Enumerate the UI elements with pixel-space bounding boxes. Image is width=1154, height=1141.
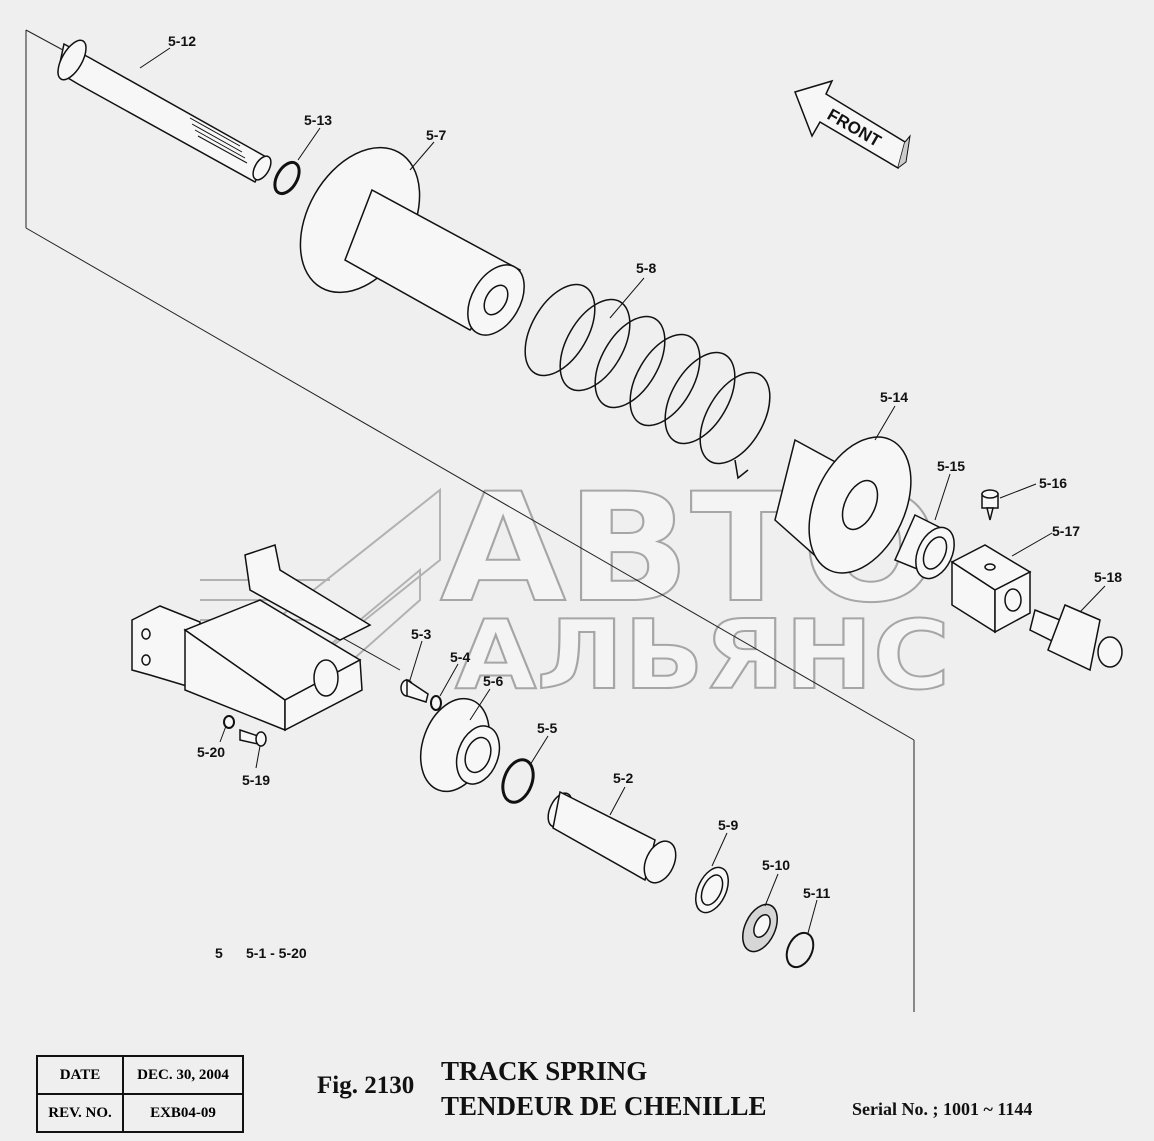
- part-washer-5-4: [430, 695, 442, 711]
- watermark-line2: АЛЬЯНС: [455, 601, 950, 711]
- front-arrow: FRONT: [794, 79, 911, 170]
- part-bolt-5-19: [239, 728, 267, 747]
- assembly-range: 5-1 - 5-20: [246, 945, 307, 961]
- part-block-5-17: [950, 544, 1032, 634]
- part-oring-5-13: [273, 160, 301, 196]
- part-spring-5-8: [524, 283, 771, 480]
- label-5-5: 5-5: [537, 720, 557, 736]
- part-labels: 5-12 5-13 5-7 5-8 5-14 5-15 5-16 5-17 5-…: [168, 33, 1122, 901]
- label-5-16: 5-16: [1039, 475, 1067, 491]
- label-5-19: 5-19: [242, 772, 270, 788]
- part-bolt-5-3: [400, 678, 429, 703]
- label-5-4: 5-4: [450, 649, 470, 665]
- part-washer-5-20: [223, 715, 235, 729]
- label-5-6: 5-6: [483, 673, 503, 689]
- part-sleeve-5-15: [893, 513, 955, 580]
- part-seal-5-10: [742, 903, 778, 953]
- date-label: DATE: [36, 1055, 124, 1095]
- assembly-number: 5: [215, 945, 223, 961]
- part-snapring-5-11: [785, 931, 815, 969]
- figure-number: Fig. 2130: [317, 1072, 415, 1099]
- label-5-17: 5-17: [1052, 523, 1080, 539]
- serial-range: Serial No. ; 1001 ~ 1144: [852, 1099, 1033, 1119]
- title-french: TENDEUR DE CHENILLE: [441, 1091, 767, 1121]
- label-5-7: 5-7: [426, 127, 446, 143]
- label-5-15: 5-15: [937, 458, 965, 474]
- part-shaft-5-12: [57, 39, 272, 184]
- rev-label: REV. NO.: [36, 1093, 124, 1133]
- label-5-3: 5-3: [411, 626, 431, 642]
- part-flanged-tube-5-7: [299, 146, 525, 336]
- title-english: TRACK SPRING: [441, 1056, 648, 1086]
- watermark-logo: АВТО АЛЬЯНС: [197, 461, 951, 712]
- date-value: DEC. 30, 2004: [122, 1055, 244, 1095]
- label-5-13: 5-13: [304, 112, 332, 128]
- label-5-9: 5-9: [718, 817, 738, 833]
- part-oring-5-5: [501, 758, 535, 804]
- revision-table: DATE DEC. 30, 2004 REV. NO. EXB04-09: [36, 1055, 244, 1133]
- part-bushing-5-9: [695, 866, 729, 914]
- label-5-2: 5-2: [613, 770, 633, 786]
- part-bracket-assembly: [131, 544, 372, 732]
- part-plug-5-16: [981, 489, 999, 521]
- part-valve-5-18: [1029, 604, 1123, 672]
- label-5-18: 5-18: [1094, 569, 1122, 585]
- label-5-12: 5-12: [168, 33, 196, 49]
- part-piston-5-14: [774, 436, 912, 574]
- label-5-10: 5-10: [762, 857, 790, 873]
- label-5-8: 5-8: [636, 260, 656, 276]
- part-cylinder-5-2: [547, 790, 677, 884]
- label-5-11: 5-11: [803, 885, 830, 901]
- label-5-20: 5-20: [197, 744, 225, 760]
- assembly-note: 5 5-1 - 5-20: [215, 945, 307, 961]
- label-5-14: 5-14: [880, 389, 908, 405]
- part-housing-5-6: [419, 697, 501, 793]
- rev-value: EXB04-09: [122, 1093, 244, 1133]
- leader-lines: [139, 47, 1106, 934]
